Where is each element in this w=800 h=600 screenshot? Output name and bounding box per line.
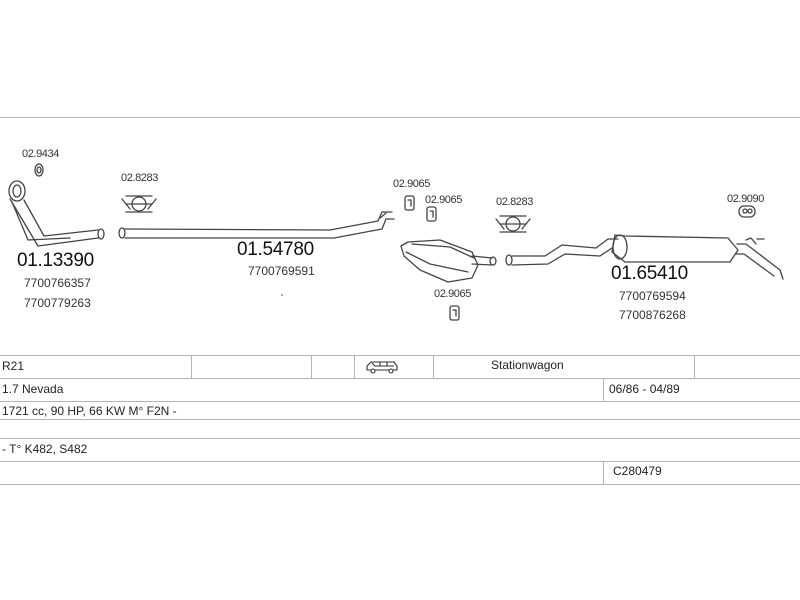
front-pipe-part-drawing [8,180,105,247]
rubber-hanger-icon [404,195,415,211]
accessory-number: 02.9434 [22,148,59,160]
oem-number: 7700766357 [24,276,91,290]
oem-number: 7700769594 [619,289,686,303]
gearbox-info: - T° K482, S482 [2,442,88,456]
table-rule [0,378,800,379]
rubber-hanger-icon [449,305,460,321]
intermediate-pipe-part-drawing [118,211,497,283]
station-wagon-icon [366,361,398,374]
vehicle-model: R21 [2,359,25,373]
table-rule [0,484,800,485]
table-rule [0,419,800,420]
part-number-front-pipe: 01.13390 [17,250,94,271]
vehicle-body-type: Stationwagon [491,358,564,372]
accessory-number: 02.9065 [425,194,462,206]
rubber-hanger-icon [426,206,437,222]
table-rule [0,401,800,402]
clamp-icon [121,195,157,213]
gasket-ring-icon [34,163,44,177]
table-rule [0,461,800,462]
table-col-rule [354,355,355,378]
oem-number: 7700876268 [619,308,686,322]
table-col-rule [311,355,312,378]
accessory-number: 02.8283 [496,196,533,208]
accessory-number: 02.8283 [121,172,158,184]
accessory-number: 02.9090 [727,193,764,205]
part-number-intermediate-pipe: 01.54780 [237,239,314,260]
catalog-code: C280479 [613,464,662,478]
table-rule [0,438,800,439]
table-rule [0,355,800,356]
rubber-hanger-icon [738,205,756,218]
table-col-rule [603,461,604,484]
production-period: 06/86 - 04/89 [609,382,680,396]
table-col-rule [603,378,604,401]
table-col-rule [433,355,434,378]
rear-pipe-part-drawing [505,234,784,280]
engine-name: 1.7 Nevada [2,382,64,396]
accessory-number: 02.9065 [434,288,471,300]
table-col-rule [191,355,192,378]
part-number-rear-pipe: 01.65410 [611,263,688,284]
accessory-number: 02.9065 [393,178,430,190]
table-col-rule [694,355,695,378]
engine-spec: 1721 cc, 90 HP, 66 KW M° F2N - [2,404,177,418]
oem-number: 7700779263 [24,296,91,310]
oem-number: 7700769591 [248,264,315,278]
clamp-icon [495,215,531,233]
diagram-top-border [0,117,800,118]
diagram-drawing [8,163,784,321]
